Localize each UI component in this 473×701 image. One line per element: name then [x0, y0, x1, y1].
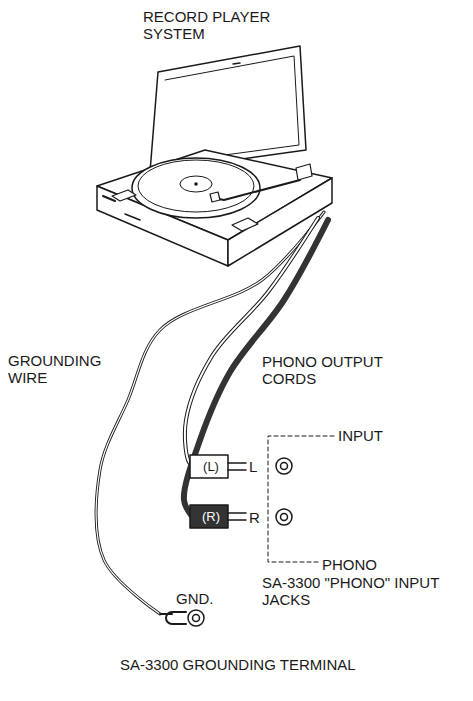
- cartridge: [210, 192, 220, 202]
- jack-panel-outline: [268, 436, 334, 562]
- lid: [150, 46, 306, 172]
- input-jack: [276, 509, 292, 525]
- ground-lug-lead: [160, 613, 172, 615]
- tone-arm-base: [296, 164, 312, 180]
- tone-arm: [214, 170, 302, 200]
- cord-label: PHONO OUTPUT CORDS: [262, 353, 412, 387]
- record: [138, 160, 254, 212]
- front-panel-mark: [125, 214, 140, 220]
- input-jack-center: [281, 514, 288, 521]
- jack-label: SA-3300 "PHONO" INPUT JACKS: [262, 574, 440, 608]
- terminal-label: GND.: [176, 590, 236, 607]
- channel-label: R: [249, 509, 263, 526]
- ground-terminal: [188, 610, 204, 626]
- input-jack: [276, 458, 292, 474]
- plug-right: [190, 505, 228, 528]
- panel-label: INPUT: [338, 427, 418, 444]
- ground-terminal-center: [193, 615, 200, 622]
- lid-mark: [233, 63, 240, 64]
- plug-left-pin: [228, 463, 246, 470]
- device-label: RECORD PLAYER SYSTEM: [143, 8, 303, 42]
- platter: [132, 158, 260, 218]
- turntable-top: [97, 150, 332, 240]
- plug-label: (L): [196, 459, 226, 474]
- plug-left: [190, 455, 228, 478]
- lid-inner-edge: [158, 56, 299, 164]
- plug-label: (R): [196, 509, 226, 524]
- spindle: [194, 182, 198, 186]
- input-jack-center: [281, 463, 288, 470]
- terminal-label: SA-3300 GROUNDING TERMINAL: [120, 656, 360, 673]
- panel-label: PHONO: [322, 556, 412, 573]
- wire-label: GROUNDING WIRE: [8, 352, 120, 386]
- control-button: [112, 190, 136, 201]
- control-button: [232, 218, 258, 231]
- record-label: [180, 176, 212, 192]
- plug-right-pin: [228, 513, 246, 520]
- channel-label: L: [249, 458, 263, 475]
